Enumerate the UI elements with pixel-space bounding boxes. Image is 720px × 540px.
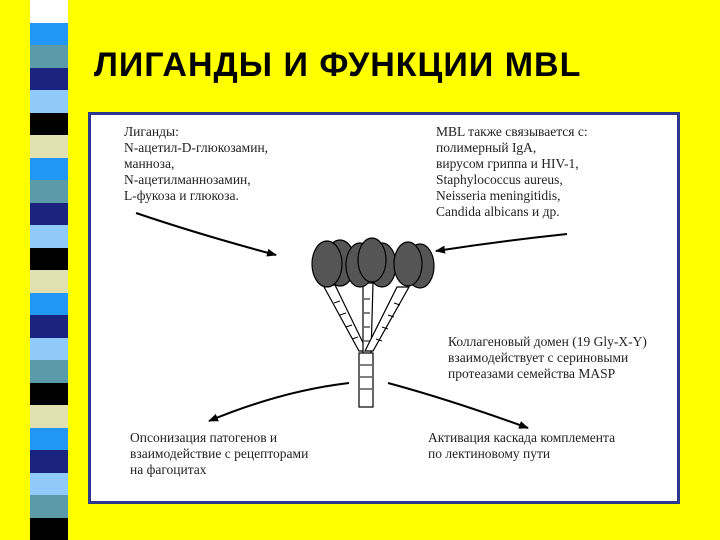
stripe-segment	[30, 472, 68, 495]
stripe-segment	[30, 405, 68, 428]
also-binds-line: MBL также связывается с:	[436, 124, 588, 139]
stripe-segment	[30, 292, 68, 315]
stripe-segment	[30, 360, 68, 383]
stripe-segment	[30, 202, 68, 225]
also-binds-text: MBL также связывается с: полимерный IgA,…	[436, 124, 588, 220]
stripe-segment	[30, 45, 68, 68]
stripe-segment	[30, 247, 68, 270]
complement-line: по лектиновому пути	[428, 446, 551, 461]
arrow-ligands	[135, 212, 277, 257]
also-binds-line: Candida albicans и др.	[436, 204, 560, 219]
opsonization-line: взаимодействие с рецепторами	[130, 446, 309, 461]
ligands-line: N-ацетил-D-глюкозамин,	[124, 140, 269, 155]
ligands-line: Лиганды:	[124, 124, 179, 139]
stripe-segment	[30, 315, 68, 338]
arrow-opsonization	[208, 382, 350, 422]
arrow-complement	[387, 382, 529, 429]
collagen-domain-line: Коллагеновый домен (19 Gly-X-Y)	[448, 334, 647, 349]
ligands-line: манноза,	[124, 156, 175, 171]
stripe-segment	[30, 517, 68, 540]
also-binds-line: вирусом гриппа и HIV-1,	[436, 156, 579, 171]
stripe-segment	[30, 450, 68, 473]
stripe-segment	[30, 135, 68, 158]
opsonization-text: Опсонизация патогенов и взаимодействие с…	[130, 430, 308, 478]
lectin-head-right	[393, 241, 435, 289]
complement-line: Активация каскада комплемента	[428, 430, 616, 445]
stripe-segment	[30, 90, 68, 113]
stripe-segment	[30, 180, 68, 203]
stripe-segment	[30, 157, 68, 180]
stripe-segment	[30, 67, 68, 90]
complement-activation-text: Активация каскада комплемента по лектино…	[428, 430, 615, 462]
ligands-line: L-фукоза и глюкоза.	[124, 188, 239, 203]
stripe-segment	[30, 112, 68, 135]
mbl-diagram-panel: Лиганды: N-ацетил-D-глюкозамин, манноза,…	[88, 112, 680, 504]
stripe-segment	[30, 0, 68, 23]
opsonization-line: на фагоцитах	[130, 462, 207, 477]
arrow-also-binds	[435, 233, 568, 254]
stripe-segment	[30, 427, 68, 450]
stripe-segment	[30, 382, 68, 405]
opsonization-line: Опсонизация патогенов и	[130, 430, 278, 445]
decorative-stripe-bar	[30, 0, 68, 540]
stripe-segment	[30, 495, 68, 518]
collagen-stalk	[321, 282, 411, 408]
also-binds-line: полимерный IgA,	[436, 140, 537, 155]
stripe-segment	[30, 22, 68, 45]
also-binds-line: Neisseria meningitidis,	[436, 188, 561, 203]
stripe-segment	[30, 270, 68, 293]
collagen-ticks	[333, 298, 401, 390]
stripe-segment	[30, 225, 68, 248]
ligands-line: N-ацетилманнозамин,	[124, 172, 251, 187]
slide-title: ЛИГАНДЫ И ФУНКЦИИ MBL	[94, 46, 582, 84]
mbl-molecule-drawing	[135, 212, 568, 429]
also-binds-line: Staphylococcus aureus,	[436, 172, 563, 187]
stripe-segment	[30, 337, 68, 360]
collagen-domain-line: взаимодействует с сериновыми	[448, 350, 629, 365]
ligands-text: Лиганды: N-ацетил-D-глюкозамин, манноза,…	[124, 124, 268, 204]
collagen-domain-line: протеазами семейства MASP	[448, 366, 616, 381]
collagen-domain-text: Коллагеновый домен (19 Gly-X-Y) взаимоде…	[448, 334, 647, 382]
lectin-head-middle	[345, 237, 397, 288]
